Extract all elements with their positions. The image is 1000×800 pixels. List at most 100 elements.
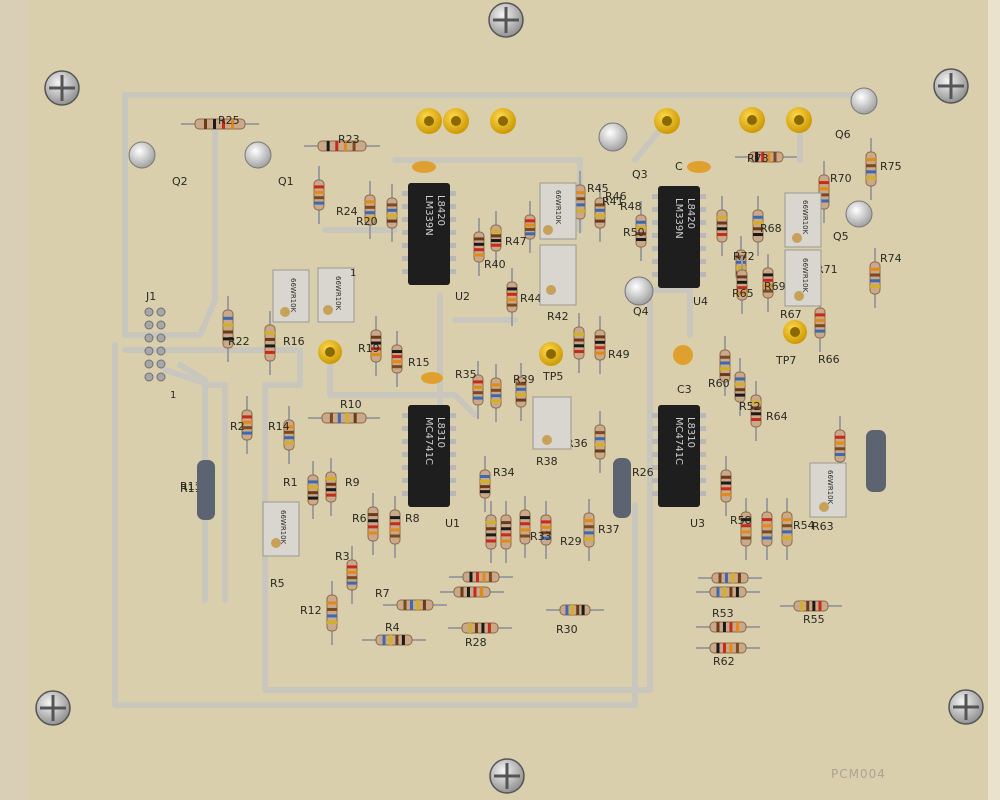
silk-label-r70: R70 [830,172,852,185]
silk-label-tp5: TP5 [542,370,563,383]
resistor [283,406,295,464]
silk-label-r12: R12 [300,604,322,617]
ic-u3: MC4741C L8310 [658,405,700,507]
silk-label-r37: R37 [598,523,620,536]
resistor [696,621,760,633]
silk-label-r20: R20 [356,215,378,228]
resistor [515,363,527,421]
silk-label-r6: R6 [352,512,367,525]
silk-label-q5: Q5 [833,230,849,243]
connector-pin [156,333,166,343]
silk-label-r44: R44 [520,292,542,305]
trimpots: 66WR10K 66WR10K 66WR10K 66WR10K 66WR10K … [262,182,847,557]
connector-pin [144,320,154,330]
capacitors [412,161,711,384]
ic-pin [402,204,408,209]
silk-label-u4: U4 [693,295,708,308]
resistor [490,364,502,422]
silk-label-r67: R67 [780,308,802,321]
trimpot-r63-mark: 66WR10K [826,470,834,505]
screw-top [488,2,524,38]
resistor [524,201,536,253]
resistor [720,456,732,516]
resistor [735,151,797,163]
silk-label-r9: R9 [345,476,360,489]
resistor [181,118,259,130]
silk-label-r49: R49 [608,348,630,361]
trimpot-r38 [532,396,572,450]
connector-pin [144,372,154,382]
ic-pin [450,413,456,418]
connector-j1 [144,307,166,382]
silk-label-r40: R40 [484,258,506,271]
silk-label-r30: R30 [556,623,578,636]
screw-bottom-left [35,690,71,726]
ic-pin [450,230,456,235]
ic-u4: LM339N L8420 [658,186,700,288]
resistor [594,411,606,473]
resistor [313,166,325,224]
silk-label-r19: R19 [358,342,380,355]
silk-label-r2: R2 [230,420,245,433]
silk-label-r64: R64 [766,410,788,423]
pin1-mark-j1: 1 [170,390,176,401]
silk-label-r7: R7 [375,587,390,600]
ic-pin [700,259,706,264]
connector-pin [156,307,166,317]
silk-label-r75: R75 [880,160,902,173]
ic-pin [700,194,706,199]
ic-u2-part: LM339N [423,195,434,236]
ic-pin [450,465,456,470]
silk-label-r54: R54 [793,519,815,532]
resistor [506,268,518,326]
ic-u1-date: L8310 [435,417,446,448]
silk-label-q2: Q2 [172,175,188,188]
resistor [448,622,512,634]
transistor-q4 [624,276,654,306]
transistor-q6 [850,87,878,115]
ic-pin [652,478,658,483]
power-resistor-r57 [866,430,886,492]
resistor [479,456,491,512]
silk-label-r16: R16 [283,335,305,348]
ic-pin [700,413,706,418]
resistor [834,416,846,476]
silk-label-r66: R66 [818,353,840,366]
ic-pin [652,246,658,251]
silk-label-r47: R47 [505,235,527,248]
connector-pin [144,359,154,369]
connector-pin [156,320,166,330]
ic-pin [652,220,658,225]
resistor [362,634,426,646]
ic-pin [652,194,658,199]
resistor [734,358,746,416]
ic-pin [700,491,706,496]
enclosure-edge [0,0,28,800]
pin1-mark-r20: 1 [350,268,356,279]
silk-label-r1: R1 [283,476,298,489]
mounting-screws [35,2,984,794]
ic-pin [652,491,658,496]
silk-label-r15: R15 [408,356,430,369]
screw-bottom-right [948,689,984,725]
ic-pin [700,465,706,470]
trimpot-r20-mark: 66WR10K [334,276,342,311]
connector-pin [144,346,154,356]
silk-label-r10: R10 [340,398,362,411]
resistor [696,642,760,654]
silk-label-r38: R38 [536,455,558,468]
ic-pin [402,478,408,483]
ic-pin [652,465,658,470]
resistor [325,458,337,516]
resistor [574,171,586,233]
silk-label-r45: R45 [587,182,609,195]
test-points [318,107,812,366]
silk-label-r46: R46 [605,190,627,203]
ic-pin [700,246,706,251]
power-resistor-r26 [613,458,631,518]
ic-pin [700,426,706,431]
trimpot-r43: 66WR10K [539,182,577,240]
silk-label-r35: R35 [455,368,477,381]
ic-pin [402,243,408,248]
resistor [736,256,748,314]
